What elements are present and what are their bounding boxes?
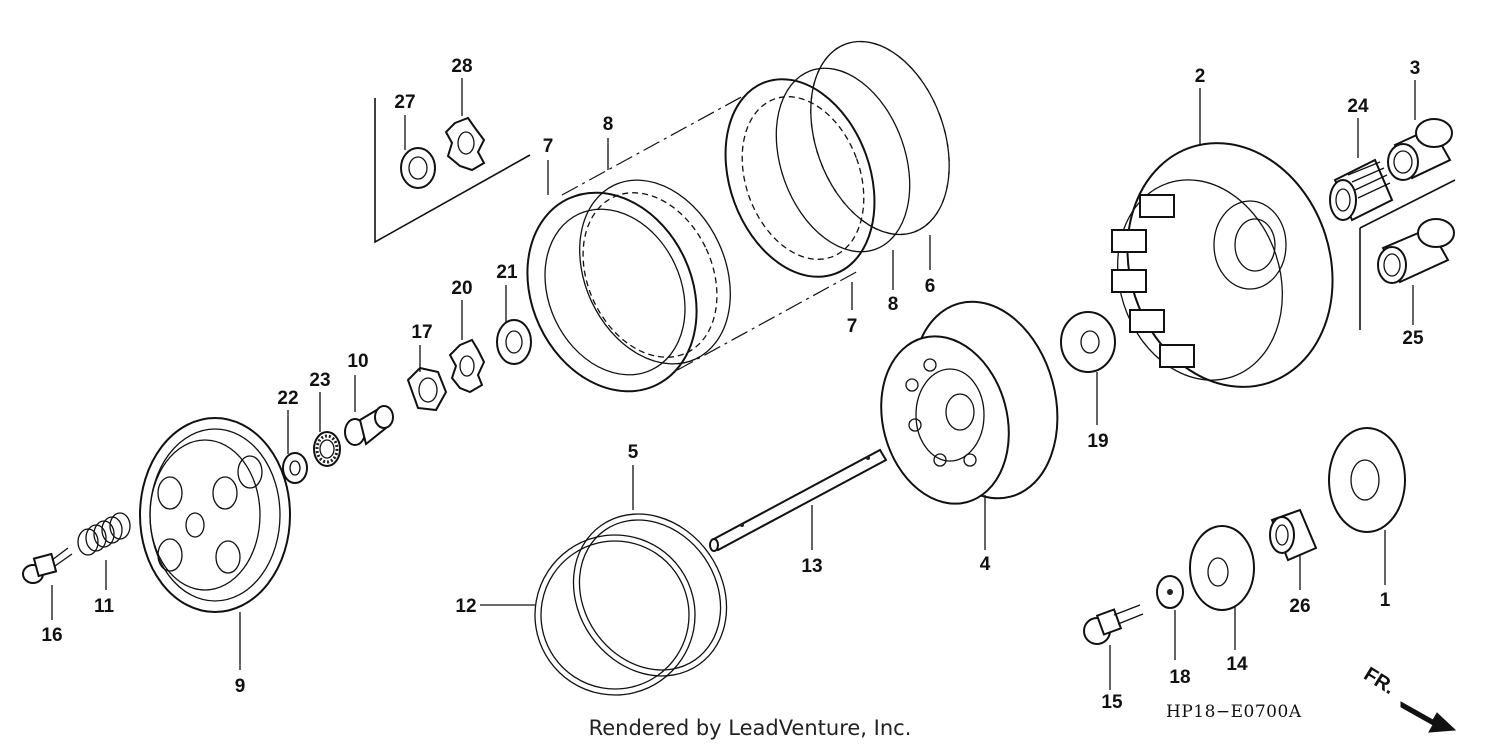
callout-9: 9 <box>235 676 246 697</box>
washer-22 <box>282 452 308 484</box>
collar-25 <box>1377 218 1455 284</box>
clutch-plate-8-front <box>579 179 731 365</box>
callout-16: 16 <box>41 625 62 646</box>
callout-10: 10 <box>347 351 368 372</box>
callout-4: 4 <box>980 554 991 575</box>
callout-25: 25 <box>1402 328 1424 349</box>
clutch-center-4 <box>880 300 1059 505</box>
callout-5: 5 <box>628 442 639 463</box>
friction-disc-7-rear <box>724 78 876 278</box>
callout-24: 24 <box>1347 96 1369 117</box>
callout-6: 6 <box>925 276 936 297</box>
callout-23: 23 <box>309 370 330 391</box>
callout-8b: 8 <box>888 294 899 315</box>
ring-5 <box>572 513 728 677</box>
callout-27: 27 <box>394 92 415 113</box>
callout-17: 17 <box>411 322 432 343</box>
callout-1: 1 <box>1380 590 1391 611</box>
callout-19: 19 <box>1087 431 1108 452</box>
footer-credit: Rendered by LeadVenture, Inc. <box>588 716 912 740</box>
callout-11: 11 <box>94 596 115 617</box>
callout-14: 14 <box>1226 654 1248 675</box>
callout-13: 13 <box>801 556 822 577</box>
friction-disc-6 <box>810 40 950 236</box>
needle-bearing-24 <box>1329 158 1394 222</box>
callout-2: 2 <box>1195 66 1206 87</box>
callout-26: 26 <box>1289 596 1310 617</box>
collar-26 <box>1269 508 1318 562</box>
gear-1 <box>1328 427 1406 533</box>
washer-19 <box>1060 311 1116 373</box>
callout-7b: 7 <box>847 316 858 337</box>
gear-14 <box>1189 525 1255 611</box>
callout-3: 3 <box>1410 58 1421 79</box>
washer-27 <box>400 147 436 189</box>
callout-22: 22 <box>277 388 298 409</box>
collar-3 <box>1387 118 1453 181</box>
bolt-15 <box>1083 604 1144 645</box>
callout-15: 15 <box>1101 692 1123 713</box>
diagram-code: HP18−E0700A <box>1166 702 1302 722</box>
bracket-24-25 <box>1359 179 1456 330</box>
lock-washer-20 <box>448 338 486 394</box>
callout-20: 20 <box>451 278 472 299</box>
washer-18 <box>1156 575 1184 609</box>
callout-21: 21 <box>496 262 518 283</box>
callout-12: 12 <box>455 596 476 617</box>
washer-21 <box>496 319 532 365</box>
callout-7a: 7 <box>543 136 554 157</box>
clutch-outer-2 <box>1111 142 1334 388</box>
clutch-plate-8-rear <box>775 67 911 253</box>
ring-12 <box>534 534 696 696</box>
leader-lines <box>51 78 1416 690</box>
nut-17 <box>406 366 448 412</box>
lock-washer-28 <box>444 116 486 172</box>
friction-disc-7-front <box>526 191 698 393</box>
callout-8a: 8 <box>603 114 614 135</box>
bolt-16 <box>22 547 73 584</box>
front-direction-indicator: FR. <box>1360 663 1458 738</box>
callout-labels: 1 2 3 4 5 6 7 7 8 8 9 10 11 12 13 14 15 … <box>41 56 1424 713</box>
callout-28: 28 <box>451 56 472 77</box>
lifter-piece-10 <box>344 405 394 446</box>
bracket-27-28 <box>374 98 531 244</box>
front-arrow-icon <box>1400 701 1457 733</box>
bearing-23 <box>313 431 341 467</box>
push-rod-13 <box>709 448 888 552</box>
spring-11 <box>77 512 131 556</box>
callout-18: 18 <box>1169 667 1190 688</box>
plate-alignment-lines <box>561 94 861 386</box>
pressure-plate <box>139 417 291 613</box>
